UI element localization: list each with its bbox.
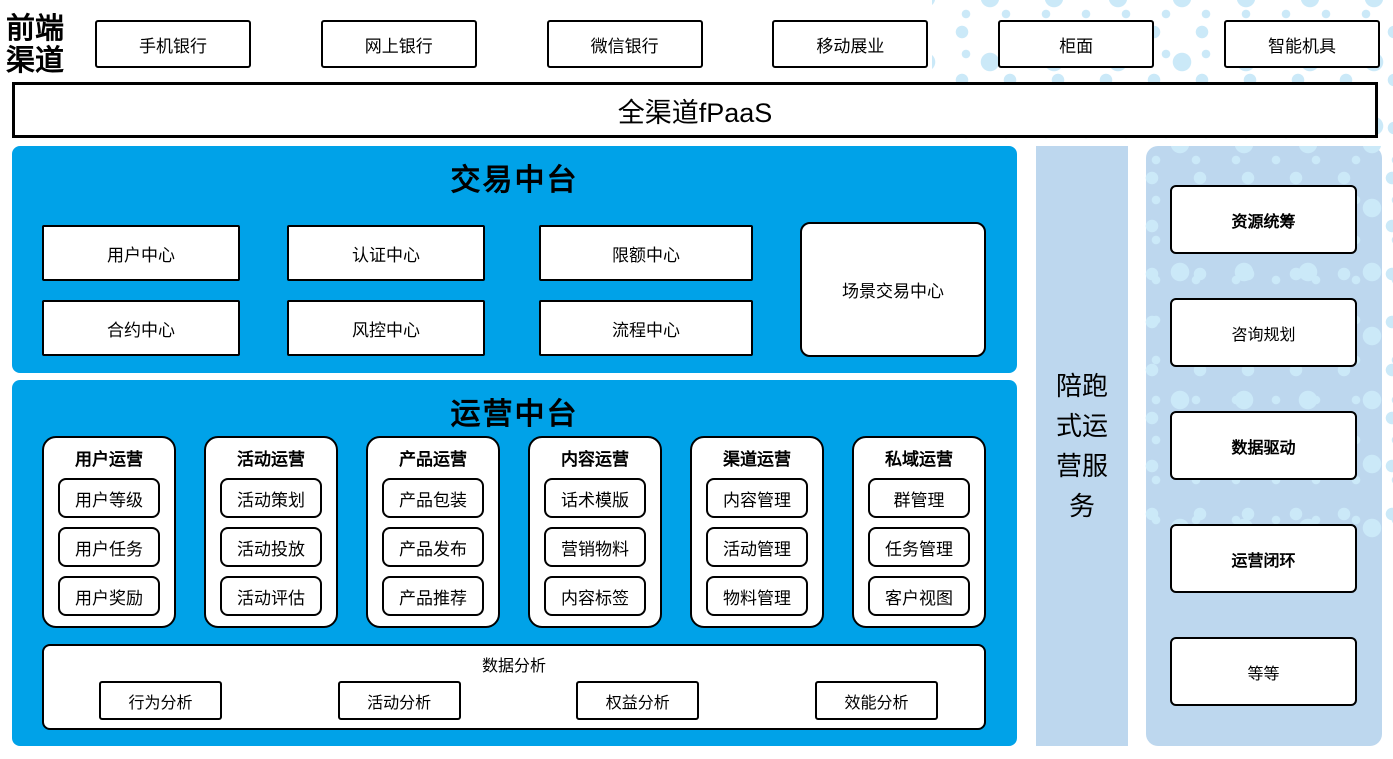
group-item: 产品推荐 [382,576,484,616]
group-product-operation: 产品运营 产品包装 产品发布 产品推荐 [366,436,500,628]
service-box-consulting-planning: 咨询规划 [1170,298,1357,367]
companion-service-label: 陪跑式运营服务 [1055,371,1108,521]
group-header: 用户运营 [75,450,143,469]
service-box-data-driven: 数据驱动 [1170,411,1357,480]
group-header: 渠道运营 [723,450,791,469]
group-item: 活动投放 [220,527,322,567]
channel-box-counter: 柜面 [998,20,1155,68]
data-analysis-panel: 数据分析 行为分析 活动分析 权益分析 效能分析 [42,644,986,730]
channel-box-online-banking: 网上银行 [320,20,477,68]
group-content-operation: 内容运营 话术模版 营销物料 内容标签 [528,436,662,628]
group-item: 任务管理 [868,527,970,567]
front-channels-label: 前端渠道 [6,11,65,77]
operation-groups-row: 用户运营 用户等级 用户任务 用户奖励 活动运营 活动策划 活动投放 活动评估 … [42,436,986,628]
group-activity-operation: 活动运营 活动策划 活动投放 活动评估 [204,436,338,628]
service-box-resource-planning: 资源统筹 [1170,185,1357,254]
group-item: 用户奖励 [58,576,160,616]
group-item: 话术模版 [544,478,646,518]
service-box-etc: 等等 [1170,637,1357,706]
group-item: 产品包装 [382,478,484,518]
companion-service-bar: 陪跑式运营服务 [1036,146,1128,746]
group-item: 用户任务 [58,527,160,567]
group-item: 用户等级 [58,478,160,518]
channels-row: 手机银行 网上银行 微信银行 移动展业 柜面 智能机具 [95,20,1380,68]
analysis-box-efficiency: 效能分析 [814,681,938,720]
group-item: 内容标签 [544,576,646,616]
group-item: 内容管理 [706,478,808,518]
center-box-user: 用户中心 [42,225,240,281]
channel-box-smart-devices: 智能机具 [1223,20,1380,68]
operation-section: 运营中台 用户运营 用户等级 用户任务 用户奖励 活动运营 活动策划 活动投放 … [12,380,1017,746]
group-item: 物料管理 [706,576,808,616]
service-box-operation-loop: 运营闭环 [1170,524,1357,593]
group-item: 营销物料 [544,527,646,567]
transaction-section: 交易中台 用户中心 认证中心 限额中心 合约中心 风控中心 流程中心 场景交易中… [12,146,1017,373]
data-analysis-title: 数据分析 [481,658,546,675]
analysis-box-behavior: 行为分析 [99,681,222,720]
group-item: 产品发布 [382,527,484,567]
analysis-box-activity: 活动分析 [337,681,461,720]
group-header: 活动运营 [237,450,305,469]
group-private-domain-operation: 私域运营 群管理 任务管理 客户视图 [852,436,986,628]
channel-box-wechat-banking: 微信银行 [546,20,703,68]
fpaas-bar: 全渠道fPaaS [12,82,1378,138]
group-header: 内容运营 [561,450,629,469]
center-box-auth: 认证中心 [287,225,485,281]
group-header: 私域运营 [885,450,953,469]
group-item: 客户视图 [868,576,970,616]
group-channel-operation: 渠道运营 内容管理 活动管理 物料管理 [690,436,824,628]
group-item: 群管理 [868,478,970,518]
group-item: 活动管理 [706,527,808,567]
center-box-contract: 合约中心 [42,300,240,356]
operation-section-title: 运营中台 [450,398,579,431]
group-header: 产品运营 [399,450,467,469]
center-box-risk: 风控中心 [287,300,485,356]
transaction-section-title: 交易中台 [450,164,579,197]
center-box-scene-transaction: 场景交易中心 [800,222,986,357]
group-item: 活动评估 [220,576,322,616]
analysis-box-rights: 权益分析 [576,681,700,720]
group-user-operation: 用户运营 用户等级 用户任务 用户奖励 [42,436,176,628]
center-box-limit: 限额中心 [539,225,753,281]
channel-box-mobile-banking: 手机银行 [95,20,251,68]
group-item: 活动策划 [220,478,322,518]
data-analysis-row: 行为分析 活动分析 权益分析 效能分析 [99,681,938,720]
center-box-process: 流程中心 [539,300,753,356]
channel-box-mobile-marketing: 移动展业 [772,20,929,68]
